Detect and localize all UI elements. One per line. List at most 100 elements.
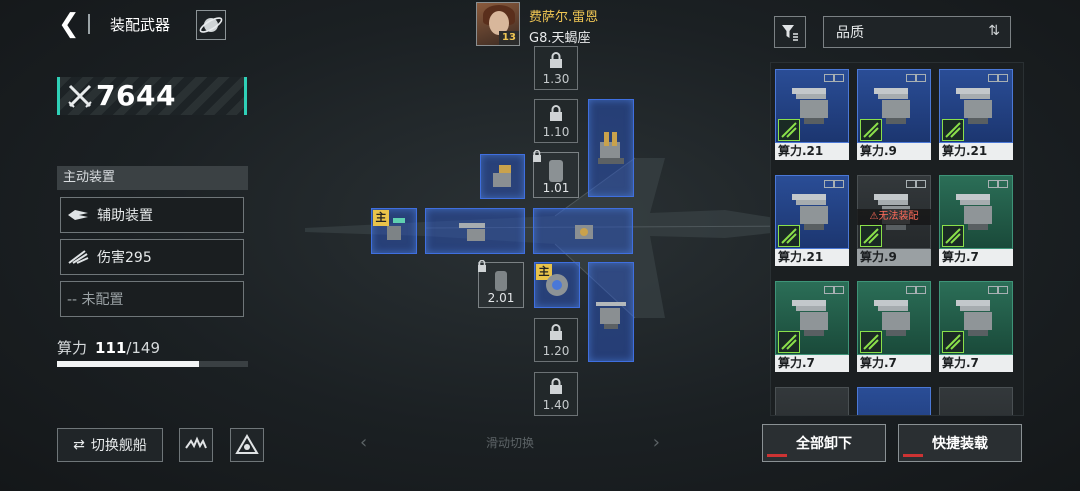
inventory-card[interactable]: 算力.7	[939, 281, 1013, 375]
pilot-avatar[interactable]: 13	[476, 2, 520, 46]
swipe-left-icon[interactable]: ‹	[360, 431, 368, 453]
turret-icon	[598, 132, 624, 164]
inventory-card[interactable]: 算力.7	[857, 281, 931, 375]
damage-slash-icon	[68, 250, 89, 264]
weapon-slot-wide-left[interactable]	[425, 208, 525, 254]
device-slot-damage[interactable]: 伤害295	[60, 239, 244, 275]
reactor-icon	[546, 274, 568, 296]
slot-size-indicator	[906, 286, 916, 294]
page-title: 装配武器	[110, 16, 171, 34]
rank-badge-icon	[860, 331, 882, 353]
back-button[interactable]: ❮	[58, 9, 80, 39]
device-slot-support[interactable]: 辅助装置	[60, 197, 244, 233]
quick-equip-button[interactable]: 快捷装载	[898, 424, 1022, 462]
rank-badge-icon	[778, 331, 800, 353]
device-slot-label: -- 未配置	[67, 292, 124, 308]
sort-toggle-icon[interactable]: ⇅	[988, 23, 1000, 39]
pilot-name: 费萨尔.雷恩	[529, 10, 599, 25]
slot-size-indicator	[916, 180, 926, 188]
weapon-slot-top-right[interactable]	[588, 99, 634, 197]
planet-icon	[199, 17, 223, 33]
support-ship-icon	[68, 210, 88, 220]
slot-size-indicator	[998, 74, 1008, 82]
pilot-class: G8.天蝎座	[529, 31, 591, 46]
card-compute-label: 算力.21	[775, 249, 849, 266]
card-compute-label: 算力.7	[939, 355, 1013, 372]
card-compute-label: 算力.21	[775, 143, 849, 160]
weapon-slot-locked[interactable]: 2.01	[478, 260, 524, 308]
inventory-card-partial[interactable]	[775, 387, 849, 415]
rank-badge-icon	[942, 119, 964, 141]
slot-size-indicator	[988, 286, 998, 294]
filter-icon	[782, 25, 798, 41]
planet-button[interactable]	[196, 10, 226, 40]
slot-size-indicator	[998, 286, 1008, 294]
inventory-card[interactable]: 算力.7	[775, 281, 849, 375]
slot-value: 1.01	[542, 181, 570, 195]
weapon-turret-icon	[956, 194, 992, 230]
canister-icon	[549, 160, 563, 183]
compute-progress-fill	[57, 361, 200, 367]
device-slot-empty[interactable]: -- 未配置	[60, 281, 244, 317]
locked-slot-value: 1.30	[542, 72, 570, 86]
quick-equip-label: 快捷装载	[932, 436, 988, 452]
slot-size-indicator	[824, 286, 834, 294]
slot-size-indicator	[906, 74, 916, 82]
swipe-right-icon[interactable]: ›	[652, 431, 660, 453]
slot-size-indicator	[834, 180, 844, 188]
weapon-thumbnail	[775, 387, 849, 415]
slot-size-indicator	[824, 74, 834, 82]
weapon-turret-icon	[792, 88, 828, 124]
inventory-card[interactable]: 算力.21	[775, 175, 849, 269]
formation-button[interactable]	[230, 428, 264, 462]
card-compute-label: 算力.21	[939, 143, 1013, 160]
swipe-label: 滑动切换	[485, 435, 534, 450]
weapon-turret-icon	[792, 194, 828, 230]
weapon-slot-main-left[interactable]: 主	[371, 208, 417, 254]
weapon-turret-icon	[874, 88, 910, 124]
main-tag: 主	[536, 264, 552, 280]
weapon-turret-icon	[956, 88, 992, 124]
weapon-slot-bottom-right[interactable]	[588, 262, 634, 362]
inventory-card[interactable]: 算力.21	[939, 69, 1013, 163]
rank-badge-icon	[942, 331, 964, 353]
inventory-card[interactable]: ⚠无法装配算力.9	[857, 175, 931, 269]
card-compute-label: 算力.9	[857, 249, 931, 266]
card-compute-label: 算力.7	[939, 249, 1013, 266]
crossed-swords-icon	[68, 84, 92, 108]
locked-slot-value: 1.20	[542, 344, 570, 358]
compute-total: /149	[126, 339, 161, 357]
unequip-all-button[interactable]: 全部卸下	[762, 424, 886, 462]
slot-size-indicator	[906, 180, 916, 188]
turret-icon	[492, 164, 511, 187]
inventory-card[interactable]: 算力.7	[939, 175, 1013, 269]
combat-power-value: 7644	[96, 79, 176, 112]
inventory-card-partial[interactable]	[857, 387, 931, 415]
weapon-slot-main[interactable]: 主	[534, 262, 580, 308]
inventory-card-partial[interactable]	[939, 387, 1013, 415]
inventory-card[interactable]: 算力.21	[775, 69, 849, 163]
rank-badge-icon	[860, 119, 882, 141]
main-tag: 主	[373, 210, 389, 226]
card-compute-label: 算力.7	[857, 355, 931, 372]
fleet-wave-icon	[185, 436, 207, 449]
small-lock-icon	[533, 150, 541, 162]
device-slot-label: 伤害295	[97, 250, 152, 266]
locked-slot-value: 1.10	[542, 125, 570, 139]
weapon-slot[interactable]	[480, 154, 525, 199]
switch-ship-button[interactable]: ⇄ 切换舰船	[57, 428, 163, 462]
turret-icon	[596, 302, 626, 329]
weapon-thumbnail	[857, 281, 931, 355]
sort-select[interactable]: 品质 ⇅	[823, 16, 1011, 48]
weapon-slot-locked[interactable]: 1.01	[533, 150, 579, 198]
filter-button[interactable]	[774, 16, 806, 48]
inventory-card[interactable]: 算力.9	[857, 69, 931, 163]
cannon-icon	[387, 218, 405, 240]
fleet-button[interactable]	[179, 428, 213, 462]
unequip-all-label: 全部卸下	[796, 436, 852, 452]
weapon-slot-wide-right[interactable]	[533, 208, 633, 254]
slot-size-indicator	[834, 286, 844, 294]
compute-progress-bar	[57, 361, 248, 367]
locked-slot: 1.20	[534, 318, 578, 362]
